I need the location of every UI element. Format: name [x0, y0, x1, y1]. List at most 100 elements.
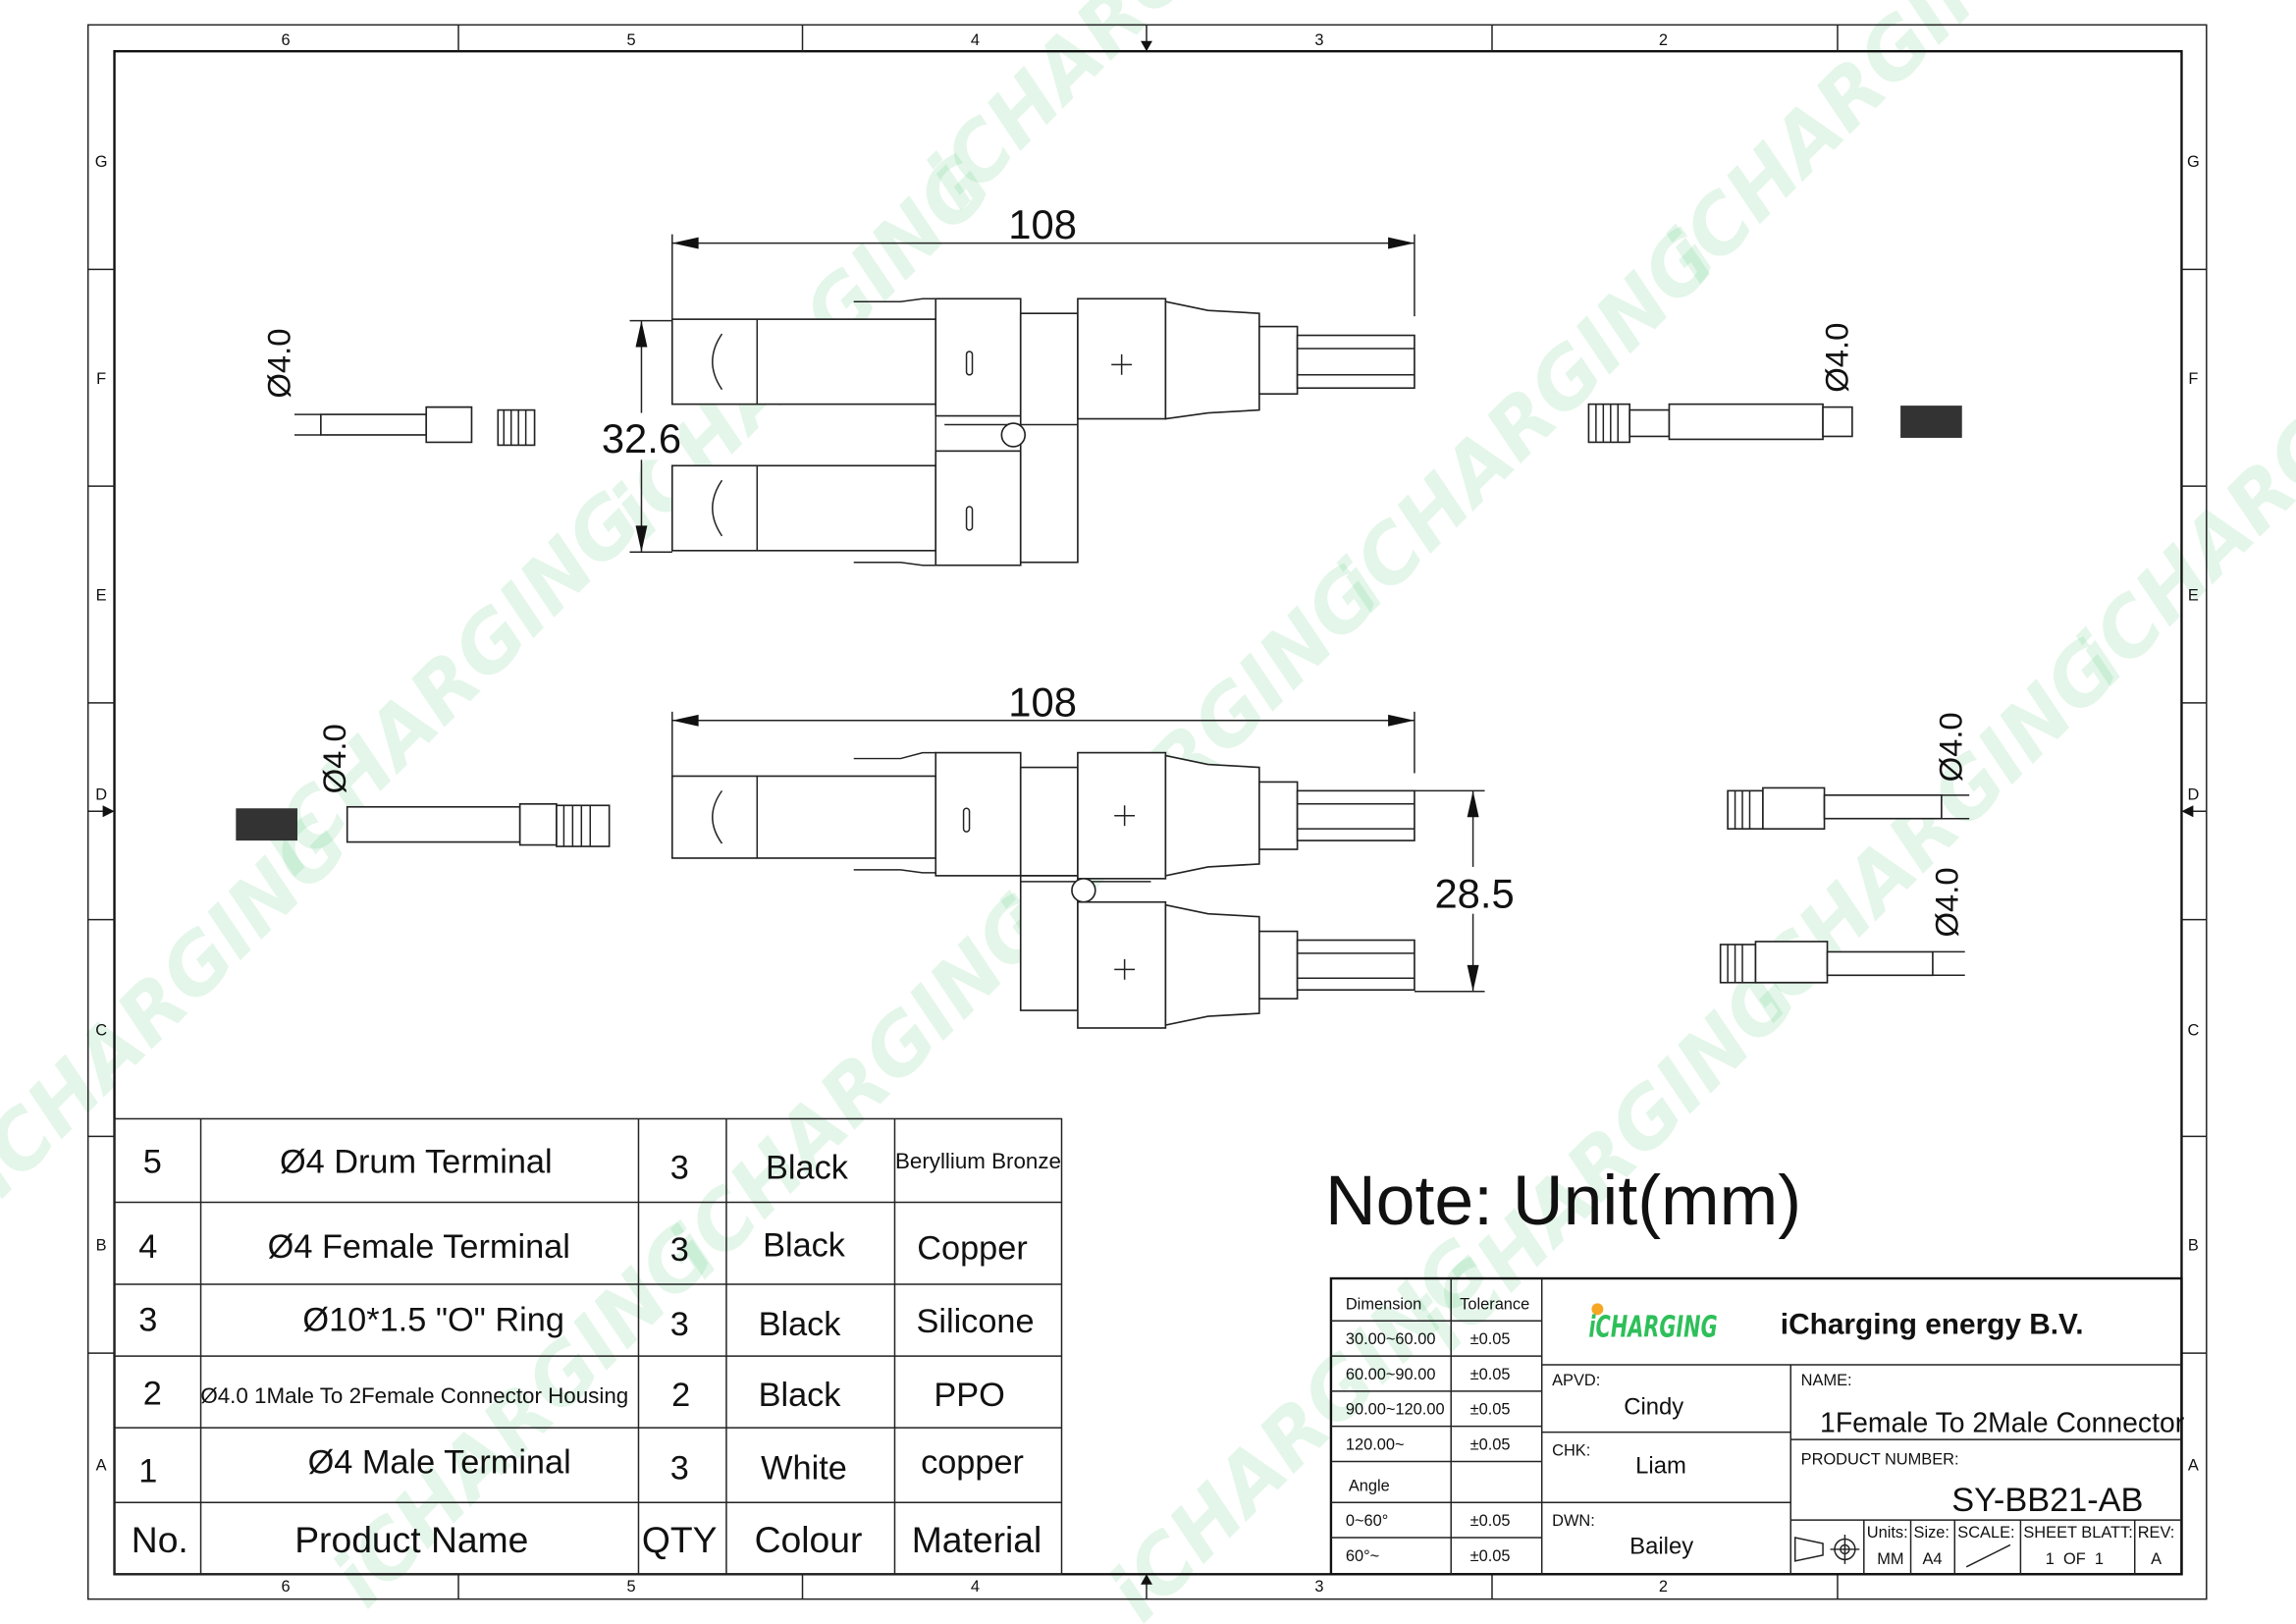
- bom-row: 1 Ø4 Male Terminal 3 White copper: [138, 1443, 1024, 1489]
- column-label: 5: [626, 1578, 635, 1596]
- bom-name: Ø10*1.5 "O" Ring: [302, 1302, 563, 1339]
- bom-no: 2: [143, 1375, 162, 1412]
- logo-text: iCHARGING: [1588, 1311, 1717, 1345]
- row-label: C: [95, 1021, 107, 1039]
- row-label: F: [2188, 370, 2198, 388]
- drawing-frame: 6 5 4 3 2 6 5 4 3 2 G F E D C B A G F E …: [86, 24, 2208, 1600]
- row-label: D: [95, 785, 107, 803]
- tolerance-header-dimension: Dimension: [1346, 1295, 1421, 1313]
- dimension-top: 108 32.6: [602, 201, 1415, 554]
- scale-label: SCALE:: [1957, 1524, 2014, 1542]
- product-name: 1Female To 2Male Connector: [1820, 1408, 2184, 1439]
- angle-range: 0~60°: [1346, 1512, 1388, 1530]
- bom-material: PPO: [934, 1377, 1004, 1414]
- column-label: 2: [1659, 1578, 1668, 1596]
- diameter-label: Ø4.0: [1928, 867, 1964, 937]
- bom-row: 2 Ø4.0 1Male To 2Female Connector Housin…: [143, 1375, 1005, 1413]
- tolerance-value: ±0.05: [1470, 1436, 1511, 1454]
- bom-colour: White: [761, 1449, 847, 1487]
- size-label: Size:: [1914, 1524, 1949, 1542]
- tolerance-range: 120.00~: [1346, 1436, 1405, 1454]
- angle-label: Angle: [1349, 1477, 1390, 1494]
- units-value: MM: [1877, 1550, 1903, 1568]
- column-label: 2: [1659, 31, 1668, 49]
- row-label: B: [96, 1237, 107, 1255]
- connector-bottom-view: [670, 751, 1415, 1029]
- row-label: C: [2187, 1021, 2199, 1039]
- bom-qty: 3: [670, 1306, 689, 1343]
- drawn-by: Bailey: [1629, 1533, 1693, 1559]
- angle-value: ±0.05: [1470, 1547, 1511, 1565]
- bom-no: 3: [138, 1302, 157, 1339]
- diameter-label: Ø4.0: [1818, 323, 1854, 393]
- name-label: NAME:: [1801, 1372, 1852, 1389]
- column-label: 6: [281, 1578, 290, 1596]
- row-label: A: [2188, 1456, 2199, 1474]
- dimension-length: 108: [1008, 201, 1077, 247]
- row-label: G: [2187, 153, 2200, 171]
- chk-label: CHK:: [1552, 1441, 1590, 1459]
- bom-row: 4 Ø4 Female Terminal 3 Black Copper: [138, 1227, 1027, 1269]
- bom-name: Ø4 Drum Terminal: [280, 1144, 553, 1181]
- header-colour: Colour: [755, 1519, 863, 1560]
- bom-colour: Black: [766, 1150, 849, 1187]
- company-name: iCharging energy B.V.: [1781, 1309, 2084, 1341]
- row-label: E: [2188, 586, 2199, 604]
- units-label: Units:: [1867, 1524, 1908, 1542]
- dimension-spacing: 28.5: [1434, 871, 1514, 917]
- terminal-parts: Ø4.0 Ø4.0 Ø4.0 Ø4.0 Ø4.0: [236, 323, 1970, 984]
- tolerance-header-tolerance: Tolerance: [1460, 1295, 1529, 1313]
- rev-value: A: [2151, 1550, 2162, 1568]
- checked-by: Liam: [1635, 1452, 1686, 1479]
- bom-qty: 3: [670, 1449, 689, 1487]
- bom-row: 3 Ø10*1.5 "O" Ring 3 Black Silicone: [138, 1302, 1034, 1343]
- dwn-label: DWN:: [1552, 1512, 1595, 1530]
- bom-colour: Black: [759, 1377, 842, 1414]
- bom-name: Ø4 Female Terminal: [268, 1228, 570, 1266]
- row-label: G: [95, 153, 108, 171]
- bom-material: Silicone: [916, 1303, 1034, 1340]
- header-qty: QTY: [642, 1519, 718, 1560]
- column-label: 4: [971, 31, 980, 49]
- diameter-label: Ø4.0: [261, 329, 297, 399]
- bom-name: Ø4 Male Terminal: [308, 1443, 571, 1481]
- product-number-label: PRODUCT NUMBER:: [1801, 1450, 1959, 1468]
- header-no: No.: [132, 1519, 188, 1560]
- watermark: iCHARGING: [1091, 1220, 1509, 1624]
- diameter-label: Ø4.0: [316, 724, 352, 793]
- tolerance-range: 30.00~60.00: [1346, 1330, 1436, 1348]
- bom-colour: Black: [763, 1227, 846, 1265]
- title-block: Dimension Tolerance 30.00~60.00 ±0.05 60…: [1329, 1276, 2184, 1576]
- row-label: F: [96, 370, 106, 388]
- watermark: iCHARGING: [314, 1206, 732, 1624]
- tolerance-value: ±0.05: [1470, 1330, 1511, 1348]
- bom-no: 1: [138, 1452, 157, 1489]
- bom-material: Copper: [917, 1230, 1028, 1268]
- column-label: 3: [1314, 1578, 1323, 1596]
- bom-qty: 3: [670, 1231, 689, 1269]
- tolerance-range: 90.00~120.00: [1346, 1401, 1445, 1419]
- header-material: Material: [912, 1519, 1042, 1560]
- dimension-spacing: 32.6: [602, 415, 681, 461]
- dimension-length: 108: [1008, 678, 1077, 725]
- apvd-label: APVD:: [1552, 1372, 1600, 1389]
- bom-table: 5 Ø4 Drum Terminal 3 Black Beryllium Bro…: [113, 1117, 1063, 1576]
- rev-label: REV:: [2138, 1524, 2175, 1542]
- tolerance-value: ±0.05: [1470, 1366, 1511, 1383]
- connector-top-view: [670, 298, 1415, 567]
- column-label: 6: [281, 31, 290, 49]
- size-value: A4: [1922, 1550, 1942, 1568]
- bom-material: copper: [921, 1443, 1024, 1481]
- angle-range: 60°~: [1346, 1547, 1379, 1565]
- watermark: iCHARGING: [2056, 284, 2296, 702]
- column-label: 3: [1314, 31, 1323, 49]
- row-label: B: [2188, 1237, 2199, 1255]
- sheet-value: 1 OF 1: [2046, 1550, 2104, 1568]
- angle-value: ±0.05: [1470, 1512, 1511, 1530]
- bom-row: 5 Ø4 Drum Terminal 3 Black Beryllium Bro…: [143, 1144, 1061, 1187]
- bom-header: No. Product Name QTY Colour Material: [132, 1519, 1041, 1560]
- bom-colour: Black: [759, 1306, 842, 1343]
- unit-note: Note: Unit(mm): [1325, 1162, 1801, 1240]
- bom-no: 4: [138, 1228, 157, 1266]
